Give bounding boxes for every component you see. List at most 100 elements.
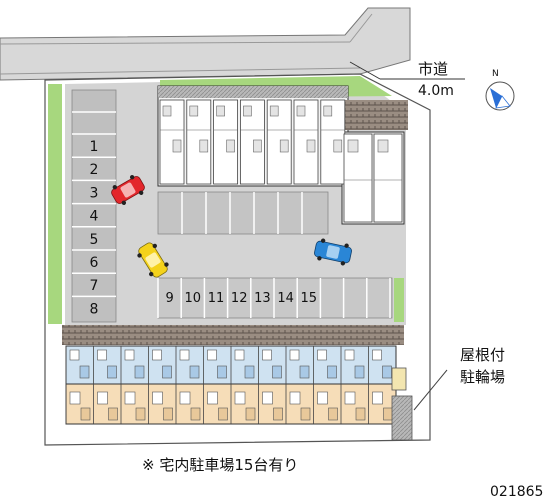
unit-room — [218, 407, 228, 421]
unit-room — [216, 105, 225, 117]
parking-stall-number: 10 — [185, 291, 202, 306]
road-name: 市道 — [418, 60, 448, 78]
unit-room — [124, 349, 135, 361]
parking-upper — [157, 191, 329, 235]
unit-room — [152, 349, 162, 361]
unit-room — [107, 365, 117, 379]
unit-room — [262, 391, 273, 405]
parking-stall-number: 7 — [90, 278, 99, 294]
unit-room — [327, 365, 337, 379]
unit-room — [190, 407, 201, 421]
unit-room — [152, 391, 163, 405]
parking-stall-number: 11 — [208, 291, 225, 306]
unit-room — [243, 105, 252, 117]
unit-room — [69, 391, 81, 405]
parking-stall-number: 13 — [254, 291, 271, 306]
parking-stall-number: 6 — [90, 255, 99, 271]
unit-room — [296, 105, 306, 117]
unit-room — [124, 391, 136, 405]
unit-room — [323, 105, 333, 117]
parking-stall-number: 5 — [90, 232, 99, 248]
parking-stall-number: 15 — [301, 291, 318, 306]
unit-room — [162, 105, 172, 117]
unit-room — [333, 139, 343, 153]
bicycle-label-line2: 駐輪場 — [460, 368, 505, 386]
unit-room — [347, 139, 359, 153]
parking-stall-number: 3 — [90, 185, 99, 201]
public-road — [0, 7, 411, 81]
unit-room — [382, 365, 392, 379]
compass-icon: N — [485, 69, 515, 111]
car-icon — [111, 175, 145, 205]
unit-room — [134, 365, 145, 379]
unit-room — [217, 365, 227, 379]
unit-room — [189, 105, 199, 117]
unit-room — [226, 139, 235, 153]
unit-room — [179, 349, 190, 361]
unit-room — [344, 391, 356, 405]
parking-stall-number: 12 — [231, 291, 248, 306]
property-code: 021865 — [490, 484, 543, 500]
unit-room — [273, 407, 283, 421]
unit-room — [372, 391, 383, 405]
unit-room — [172, 139, 182, 153]
parking-stall-number: 8 — [90, 301, 99, 317]
unit-room — [207, 391, 218, 405]
unit-room — [300, 407, 311, 421]
unit-room — [355, 407, 366, 421]
car-icon — [137, 242, 169, 278]
parking-stall-number: 1 — [90, 139, 99, 155]
unit-room — [354, 365, 365, 379]
unit-room — [135, 407, 146, 421]
car-icon — [314, 238, 352, 266]
bicycle-parking — [391, 367, 448, 441]
unit-room — [372, 349, 382, 361]
unit-room — [163, 407, 173, 421]
unit-room — [279, 139, 289, 153]
unit-room — [245, 407, 256, 421]
footnote: ※ 宅内駐車場15台有り — [142, 456, 298, 474]
unit-room — [179, 391, 191, 405]
parking-bottom: 9 10 11 12 13 14 15 — [157, 277, 393, 319]
unit-room — [69, 349, 80, 361]
unit-room — [234, 349, 245, 361]
unit-room — [80, 407, 91, 421]
parking-stall-number: 4 — [90, 209, 99, 225]
green-strip-right — [394, 278, 404, 322]
north-building — [157, 85, 408, 225]
unit-room — [199, 139, 209, 153]
parking-left: 1 2 3 4 5 6 7 8 — [71, 89, 117, 323]
unit-room — [289, 349, 300, 361]
unit-room — [262, 349, 272, 361]
parking-stall-number: 9 — [165, 291, 173, 306]
unit-room — [108, 407, 118, 421]
unit-room — [289, 391, 301, 405]
unit-room — [317, 391, 328, 405]
unit-room — [207, 349, 217, 361]
svg-text:N: N — [492, 69, 499, 79]
unit-room — [272, 365, 282, 379]
unit-room — [79, 365, 90, 379]
unit-room — [377, 139, 389, 153]
parking-stall-number: 2 — [90, 162, 99, 178]
bicycle-label-line1: 屋根付 — [460, 346, 505, 364]
green-strip-left — [48, 84, 62, 324]
unit-room — [299, 365, 310, 379]
unit-room — [97, 349, 107, 361]
unit-room — [328, 407, 338, 421]
south-building — [62, 325, 404, 425]
unit-room — [317, 349, 327, 361]
road-width: 4.0m — [418, 83, 454, 99]
unit-room — [344, 349, 355, 361]
unit-room — [383, 407, 393, 421]
unit-room — [234, 391, 246, 405]
unit-room — [189, 365, 200, 379]
unit-room — [97, 391, 108, 405]
unit-room — [306, 139, 316, 153]
unit-room — [253, 139, 262, 153]
unit-room — [244, 365, 255, 379]
parking-stall-number: 14 — [277, 291, 294, 306]
unit-room — [162, 365, 172, 379]
unit-room — [269, 105, 279, 117]
